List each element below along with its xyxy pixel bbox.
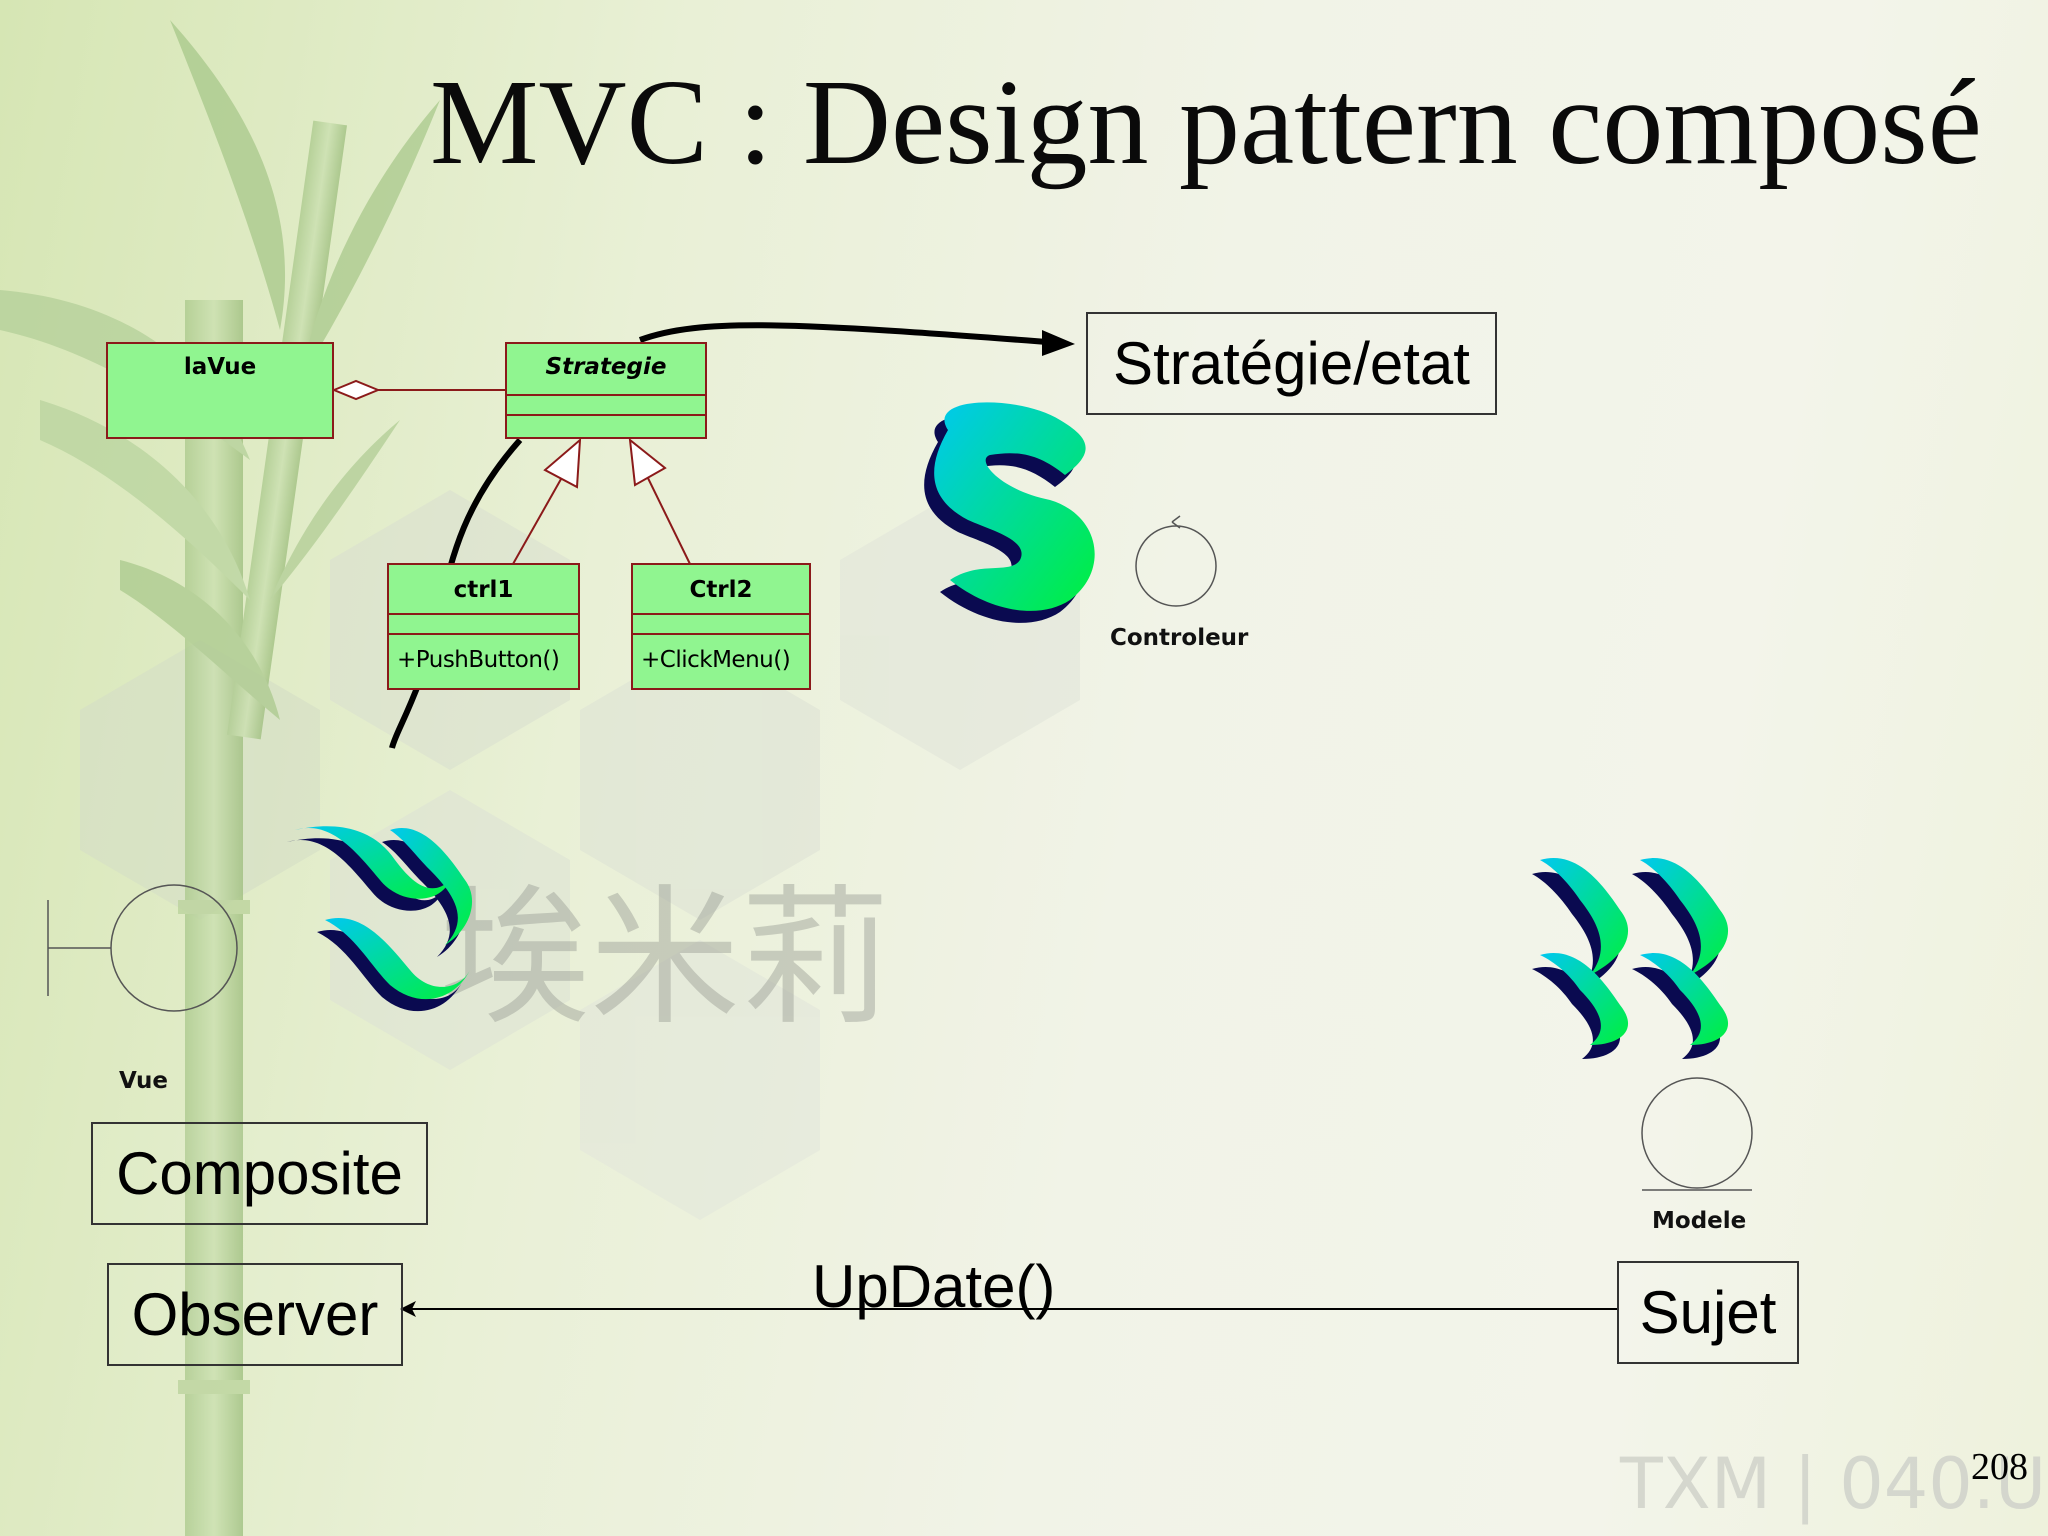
modele-label: Modele (1652, 1208, 1747, 1234)
logo-watermark: TXM | 040.U (1619, 1443, 2046, 1525)
update-arrow (400, 1301, 1618, 1317)
controller-swirl-icon (924, 402, 1095, 623)
update-message-label: UpDate() (812, 1253, 1056, 1320)
sujet-label: Sujet (1617, 1261, 1799, 1364)
model-entity-icon (1641, 1077, 1753, 1191)
view-boundary-icon (47, 884, 238, 1012)
uml-class-name: laVue (183, 354, 257, 380)
model-swirl-icon (1532, 858, 1729, 1059)
uml-class-ctrl1: ctrl1 +PushButton() (387, 563, 580, 690)
vue-label: Vue (119, 1068, 168, 1094)
uml-class-lavue: laVue (106, 342, 334, 439)
composite-label: Composite (91, 1122, 428, 1225)
view-swirl-icon (287, 826, 473, 1012)
strategy-arrow (638, 322, 1075, 356)
generalization-ctrl2 (628, 437, 691, 565)
observer-label: Observer (107, 1263, 403, 1366)
strategie-etat-label: Stratégie/etat (1086, 312, 1497, 415)
uml-class-name: Strategie (545, 354, 667, 380)
controleur-label: Controleur (1110, 625, 1249, 651)
uml-operation: +ClickMenu() (641, 647, 791, 673)
page-number: 208 (1971, 1446, 2028, 1488)
uml-operation: +PushButton() (397, 647, 560, 673)
uml-class-strategie: Strategie (505, 342, 707, 439)
generalization-ctrl1 (512, 437, 582, 565)
controller-circle-icon (1135, 515, 1217, 607)
uml-class-ctrl2: Ctrl2 +ClickMenu() (631, 563, 811, 690)
chinese-watermark: 埃米莉 (440, 872, 890, 1046)
aggregation-connector (331, 379, 505, 401)
slide-title: MVC : Design pattern composé (430, 55, 1982, 190)
uml-class-name: ctrl1 (453, 577, 514, 603)
uml-class-name: Ctrl2 (689, 577, 753, 603)
